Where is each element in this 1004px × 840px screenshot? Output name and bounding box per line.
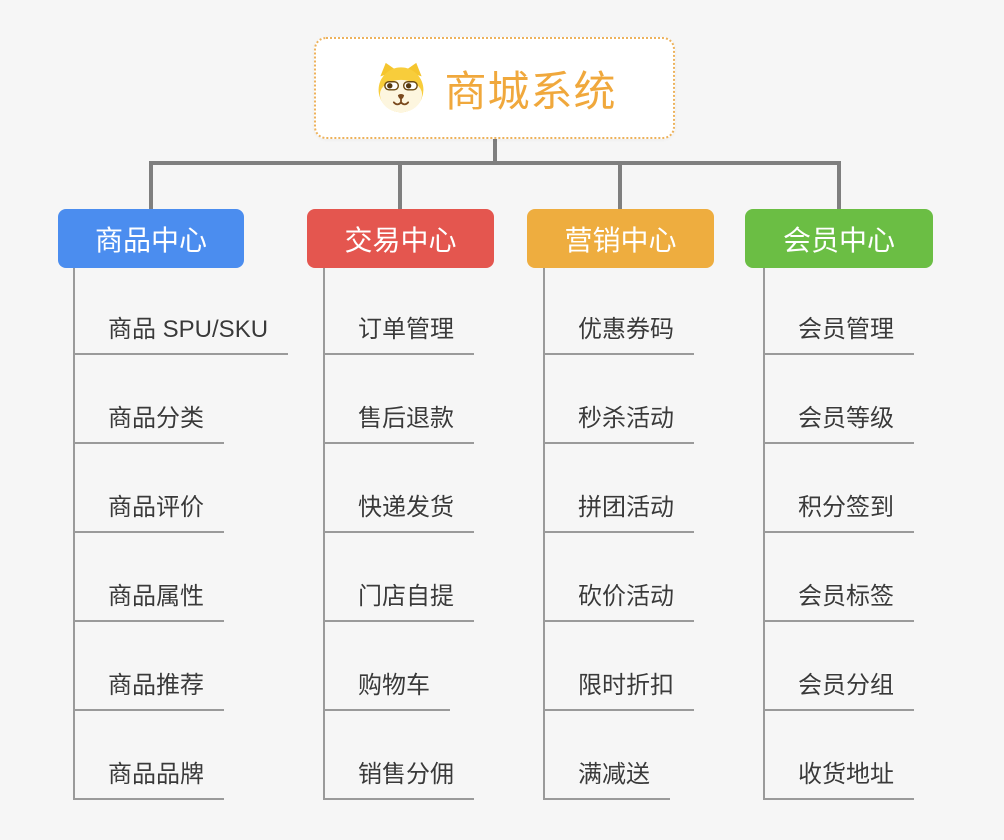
branch-node-product-center[interactable]: 商品中心 <box>58 209 244 268</box>
branch-label: 交易中心 <box>344 224 457 256</box>
leaf-node[interactable]: 购物车 <box>325 622 450 711</box>
branch-label: 会员中心 <box>782 224 895 256</box>
leaf-label: 会员管理 <box>798 316 894 343</box>
leaf-label: 销售分佣 <box>358 761 454 788</box>
leaf-node[interactable]: 秒杀活动 <box>545 355 694 444</box>
leaf-label: 商品评价 <box>108 494 204 521</box>
leaf-node[interactable]: 优惠券码 <box>545 268 694 355</box>
leaf-label: 门店自提 <box>358 583 454 610</box>
branch-node-trade-center[interactable]: 交易中心 <box>307 209 494 268</box>
leaf-label: 优惠券码 <box>578 316 674 343</box>
leaf-node[interactable]: 限时折扣 <box>545 622 694 711</box>
leaf-node[interactable]: 拼团活动 <box>545 444 694 533</box>
connector-crossbar <box>149 161 841 165</box>
connector-root-stem <box>493 137 497 165</box>
connector-drop-product <box>149 161 153 210</box>
leaf-node[interactable]: 快递发货 <box>325 444 474 533</box>
leaf-node[interactable]: 会员分组 <box>765 622 914 711</box>
leaf-node[interactable]: 商品品牌 <box>75 711 224 800</box>
leaf-label: 限时折扣 <box>578 672 674 699</box>
leaf-label: 快递发货 <box>358 494 454 521</box>
leaf-node[interactable]: 收货地址 <box>765 711 914 800</box>
leaf-label: 商品 SPU/SKU <box>108 316 269 343</box>
connector-drop-marketing <box>618 161 622 210</box>
leaf-label: 秒杀活动 <box>578 405 674 432</box>
leaf-label: 订单管理 <box>358 316 454 343</box>
leaf-node[interactable]: 售后退款 <box>325 355 474 444</box>
branch-label: 营销中心 <box>564 224 677 256</box>
leaf-list-marketing-center: 优惠券码 秒杀活动 拼团活动 砍价活动 限时折扣 满减送 <box>543 268 694 800</box>
connector-drop-member <box>837 161 841 210</box>
root-node[interactable]: 商城系统 <box>314 37 675 139</box>
leaf-list-product-center: 商品 SPU/SKU 商品分类 商品评价 商品属性 商品推荐 商品品牌 <box>73 268 289 800</box>
leaf-label: 会员分组 <box>798 672 894 699</box>
leaf-node[interactable]: 会员标签 <box>765 533 914 622</box>
leaf-list-trade-center: 订单管理 售后退款 快递发货 门店自提 购物车 销售分佣 <box>323 268 474 800</box>
leaf-label: 购物车 <box>358 672 430 699</box>
leaf-list-member-center: 会员管理 会员等级 积分签到 会员标签 会员分组 收货地址 <box>763 268 914 800</box>
leaf-node[interactable]: 商品评价 <box>75 444 224 533</box>
leaf-label: 商品品牌 <box>108 761 204 788</box>
leaf-label: 满减送 <box>578 761 650 788</box>
leaf-label: 砍价活动 <box>578 583 674 610</box>
root-title: 商城系统 <box>444 67 617 115</box>
leaf-label: 会员等级 <box>798 405 894 432</box>
leaf-label: 积分签到 <box>798 494 894 521</box>
leaf-label: 商品属性 <box>108 583 204 610</box>
branch-node-member-center[interactable]: 会员中心 <box>745 209 933 268</box>
leaf-node[interactable]: 门店自提 <box>325 533 474 622</box>
leaf-node[interactable]: 积分签到 <box>765 444 914 533</box>
leaf-node[interactable]: 会员管理 <box>765 268 914 355</box>
leaf-label: 会员标签 <box>798 583 894 610</box>
branch-label: 商品中心 <box>94 224 207 256</box>
leaf-node[interactable]: 会员等级 <box>765 355 914 444</box>
leaf-node[interactable]: 商品属性 <box>75 533 224 622</box>
connector-drop-trade <box>398 161 402 210</box>
leaf-node[interactable]: 砍价活动 <box>545 533 694 622</box>
leaf-label: 商品推荐 <box>108 672 204 699</box>
leaf-node[interactable]: 商品推荐 <box>75 622 224 711</box>
leaf-label: 拼团活动 <box>578 494 674 521</box>
leaf-node[interactable]: 商品分类 <box>75 355 224 444</box>
leaf-node[interactable]: 商品 SPU/SKU <box>75 268 289 355</box>
leaf-node[interactable]: 销售分佣 <box>325 711 474 800</box>
branch-node-marketing-center[interactable]: 营销中心 <box>527 209 714 268</box>
leaf-node[interactable]: 满减送 <box>545 711 670 800</box>
leaf-label: 售后退款 <box>358 405 454 432</box>
leaf-label: 收货地址 <box>798 761 894 788</box>
leaf-label: 商品分类 <box>108 405 204 432</box>
dog-face-icon <box>379 62 424 113</box>
leaf-node[interactable]: 订单管理 <box>325 268 474 355</box>
